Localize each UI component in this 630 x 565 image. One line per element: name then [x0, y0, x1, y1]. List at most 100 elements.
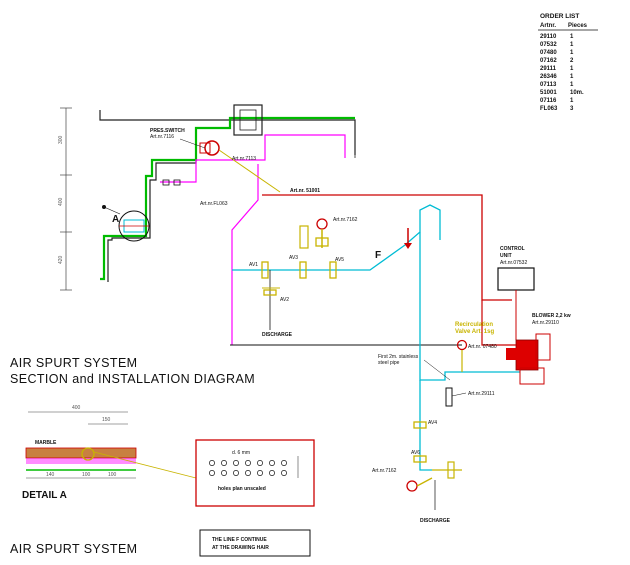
detail-a: 400 150 MARBLE 140 100 100 DETAIL A	[22, 405, 137, 501]
hole-dot	[209, 470, 215, 476]
holes-plan: d. 6 mm holes plan unscaled	[195, 439, 315, 507]
marker-letter-a: A	[112, 214, 119, 225]
order-list-title: ORDER LIST	[540, 13, 579, 20]
valve-av2	[263, 289, 277, 296]
pipe-junction	[445, 387, 453, 407]
order-row-article: 51001	[540, 90, 557, 96]
finish-surface-bottom	[231, 164, 259, 345]
fitting-7162-bottom: Art.nr.7162	[372, 468, 433, 492]
hole-dot	[221, 470, 227, 476]
order-row-article: 07532	[540, 42, 557, 48]
stainless-pipe-label-1: First 2m. stainless	[378, 354, 419, 360]
hole-dot	[269, 470, 275, 476]
hole-dot	[257, 470, 263, 476]
svg-text:AV5: AV5	[335, 257, 344, 263]
hole-dot	[209, 460, 215, 466]
valve-av3	[299, 261, 307, 279]
vent-line	[218, 149, 281, 193]
hole-dot	[281, 460, 287, 466]
inlet-square-1	[162, 179, 170, 186]
order-row-article: 07113	[540, 82, 557, 88]
control-unit: CONTROL UNIT Art.nr.07532	[497, 246, 535, 340]
hole-dot	[233, 460, 239, 466]
hole-pattern	[209, 460, 287, 476]
svg-text:AT THE DRAWING HAIR: AT THE DRAWING HAIR	[212, 545, 269, 551]
hole-dot	[221, 460, 227, 466]
art-7162-top-label: Art.nr.7162	[333, 217, 358, 223]
order-row-qty: 1	[570, 50, 574, 56]
art-51001-label: Art.nr. 51001	[290, 188, 320, 194]
stainless-pipe-label-2: steel pipe	[378, 360, 400, 366]
pool-wall: 300 400 420	[58, 104, 356, 291]
note-box: THE LINE F CONTINUE AT THE DRAWING HAIR	[199, 529, 311, 557]
order-row-qty: 10m.	[570, 90, 584, 96]
hole-dimension: d. 6 mm	[232, 450, 250, 456]
valves: AV1 AV3 AV5 AV2 DISCHARGE	[249, 255, 344, 338]
svg-text:Art.nr.07532: Art.nr.07532	[500, 260, 527, 266]
order-row-qty: 3	[570, 106, 574, 112]
art-fl063-label: Art.nr.FL063	[200, 201, 228, 207]
water-circuit	[232, 204, 520, 471]
order-row-qty: 1	[570, 82, 574, 88]
order-row-article: 29110	[540, 34, 557, 40]
return-pipe	[232, 204, 441, 271]
valve-av1	[261, 261, 269, 279]
holes-plan-caption: holes plan unscaled	[218, 486, 266, 492]
deck-slab-outline	[99, 110, 356, 155]
order-row-article: 07480	[540, 50, 557, 56]
hole-dot	[245, 470, 251, 476]
dim-400: 400	[58, 197, 64, 206]
pressure-switch: PRES.SWITCH Art.nr.7116	[150, 128, 220, 156]
art-29111-label: Art.nr.29111	[468, 391, 495, 397]
valve-av6	[413, 455, 427, 463]
order-row-article: 07116	[540, 98, 557, 104]
order-list-col-article: Artnr.	[540, 23, 556, 29]
detail-a-title: DETAIL A	[22, 490, 67, 501]
marble-label: MARBLE	[35, 440, 57, 446]
svg-text:AV3: AV3	[289, 255, 298, 261]
svg-text:150: 150	[102, 417, 111, 423]
blower-label: BLOWER 2,2 kw	[532, 313, 571, 319]
svg-text:Recirculation: Recirculation	[455, 322, 493, 328]
svg-text:AV4: AV4	[428, 420, 437, 426]
order-row-qty: 1	[570, 34, 574, 40]
step-outline	[107, 130, 197, 282]
hole-dot	[281, 470, 287, 476]
order-row-qty: 1	[570, 98, 574, 104]
skimmer-box	[233, 104, 263, 136]
svg-text:AV6: AV6	[411, 450, 420, 456]
svg-text:AV1: AV1	[249, 262, 258, 268]
fitting-7162-top: Art.nr.7162	[299, 217, 358, 249]
title-line-1: AIR SPURT SYSTEM	[10, 356, 138, 370]
discharge-label-1: DISCHARGE	[262, 332, 293, 338]
order-row-article: 29111	[540, 66, 557, 72]
inlet-square-2	[173, 179, 181, 186]
svg-text:100: 100	[82, 472, 91, 478]
hole-dot	[245, 460, 251, 466]
svg-text:Valve Art. 1sg: Valve Art. 1sg	[455, 329, 494, 335]
art-7162-bottom-label: Art.nr.7162	[372, 468, 397, 474]
order-row-article: 07162	[540, 58, 557, 64]
hole-dot	[269, 460, 275, 466]
order-row-article: FL063	[540, 106, 558, 112]
blower-art-label: Art.nr.29110	[532, 320, 559, 326]
svg-text:THE LINE F CONTINUE: THE LINE F CONTINUE	[212, 537, 267, 543]
dim-300: 300	[58, 135, 64, 144]
blower: BLOWER 2,2 kw Art.nr.29110	[506, 313, 571, 385]
valve-av4	[413, 421, 427, 429]
valve-av5	[329, 261, 337, 279]
svg-text:400: 400	[72, 405, 81, 411]
svg-text:AV2: AV2	[280, 297, 289, 303]
nozzle-detail-marker: A	[112, 210, 150, 242]
order-row-qty: 1	[570, 74, 574, 80]
hole-dot	[257, 460, 263, 466]
marble-slab	[25, 447, 137, 459]
discharge-label-2: DISCHARGE	[420, 518, 451, 524]
svg-text:140: 140	[46, 472, 55, 478]
suction-pipe	[419, 232, 520, 381]
svg-text:UNIT: UNIT	[500, 253, 512, 259]
hole-dot	[233, 470, 239, 476]
